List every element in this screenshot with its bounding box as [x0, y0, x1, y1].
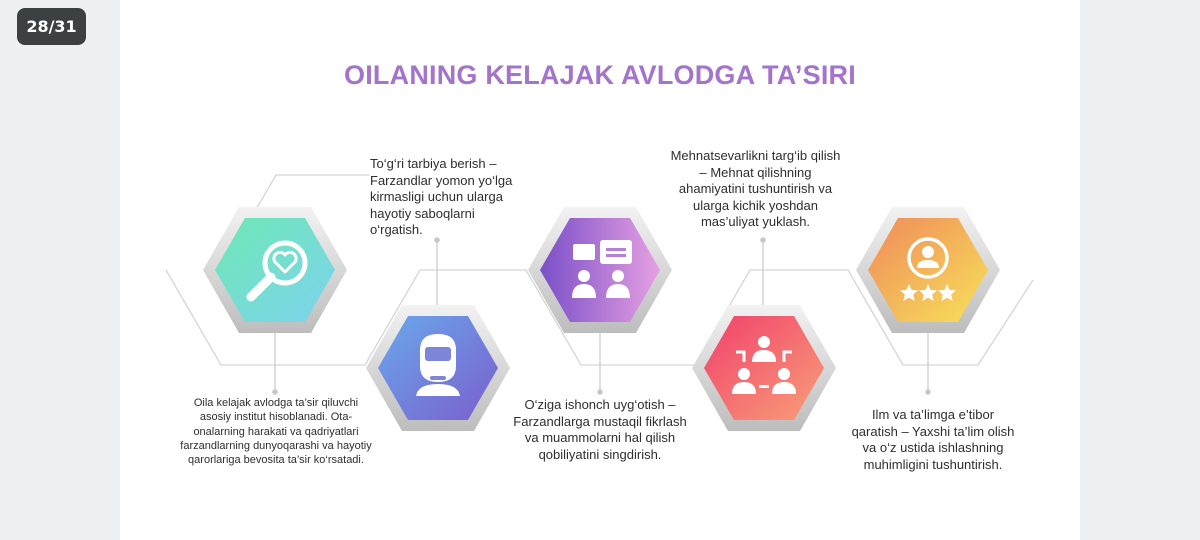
people-conversation-icon: [572, 240, 632, 298]
item-2-text: To‘g‘ri tarbiya berish – Farzandlar yomo…: [370, 156, 513, 238]
slide-title: OILANING KELAJAK AVLODGA TA’SIRI: [344, 60, 856, 90]
item-4-text: Mehnatsevarlikni targ‘ib qilish – Mehnat…: [670, 148, 841, 230]
team-hierarchy-icon: [732, 336, 796, 394]
hexagon-3: [528, 207, 672, 333]
slide-counter: 28/31: [17, 8, 86, 45]
callout-stems: [272, 237, 931, 395]
item-5-text: Ilm va ta’limga e’tibor qaratish – Yaxsh…: [851, 407, 1015, 472]
magnifier-heart-icon: [246, 240, 308, 302]
item-1-text: Oila kelajak avlodga ta’sir qiluvchi aso…: [180, 397, 372, 467]
hexagon-diagram: [165, 174, 1034, 431]
slide: OILANING KELAJAK AVLODGA TA’SIRI: [120, 0, 1080, 540]
support-agent-icon: [416, 334, 460, 396]
hexagon-2: [366, 305, 510, 431]
item-3-text: O‘ziga ishonch uyg‘otish – Farzandlarga …: [513, 397, 687, 462]
hexagon-1: [203, 207, 347, 333]
hexagon-4: [692, 305, 836, 431]
user-rating-stars-icon: [900, 237, 956, 301]
hexagon-5: [856, 207, 1000, 333]
